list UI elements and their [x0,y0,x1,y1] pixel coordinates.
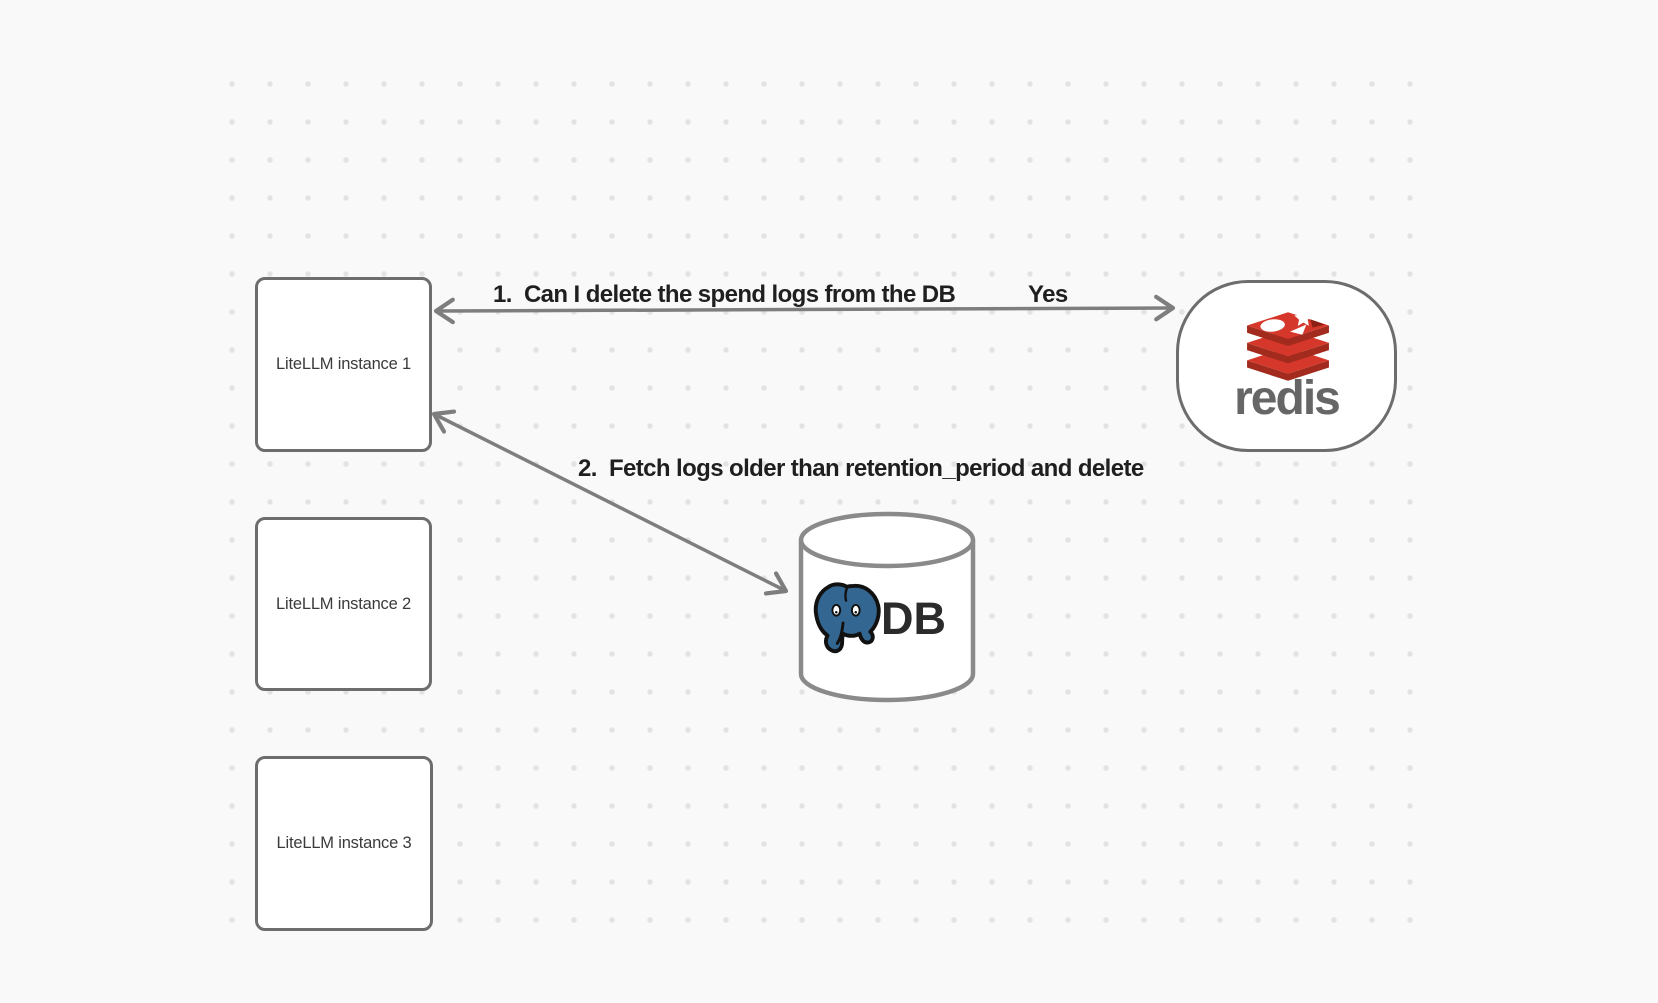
node-database[interactable]: DB [797,510,977,706]
db-label: DB [881,593,946,644]
node-label: LiteLLM instance 2 [276,594,411,613]
edge-1-label: 1. Can I delete the spend logs from the … [493,281,956,308]
node-label: LiteLLM instance 1 [276,355,411,373]
node-litellm-instance-3[interactable]: LiteLLM instance 3 [255,756,433,931]
edge-instance1-db[interactable] [431,409,789,596]
edge-instance1-redis[interactable] [433,294,1176,325]
node-litellm-instance-1[interactable]: LiteLLM instance 1 [255,277,432,452]
node-litellm-instance-2[interactable]: LiteLLM instance 2 [255,517,432,691]
node-redis[interactable]: redis [1176,280,1397,452]
node-label: LiteLLM instance 3 [276,834,412,852]
redis-stack-icon [1247,311,1329,381]
database-cylinder-icon [798,511,976,703]
edge-1-response-label: Yes [1028,281,1068,308]
postgresql-elephant-icon [813,582,881,654]
redis-wordmark: redis [1234,372,1341,425]
edge-2-label: 2. Fetch logs older than retention_perio… [578,455,1144,482]
